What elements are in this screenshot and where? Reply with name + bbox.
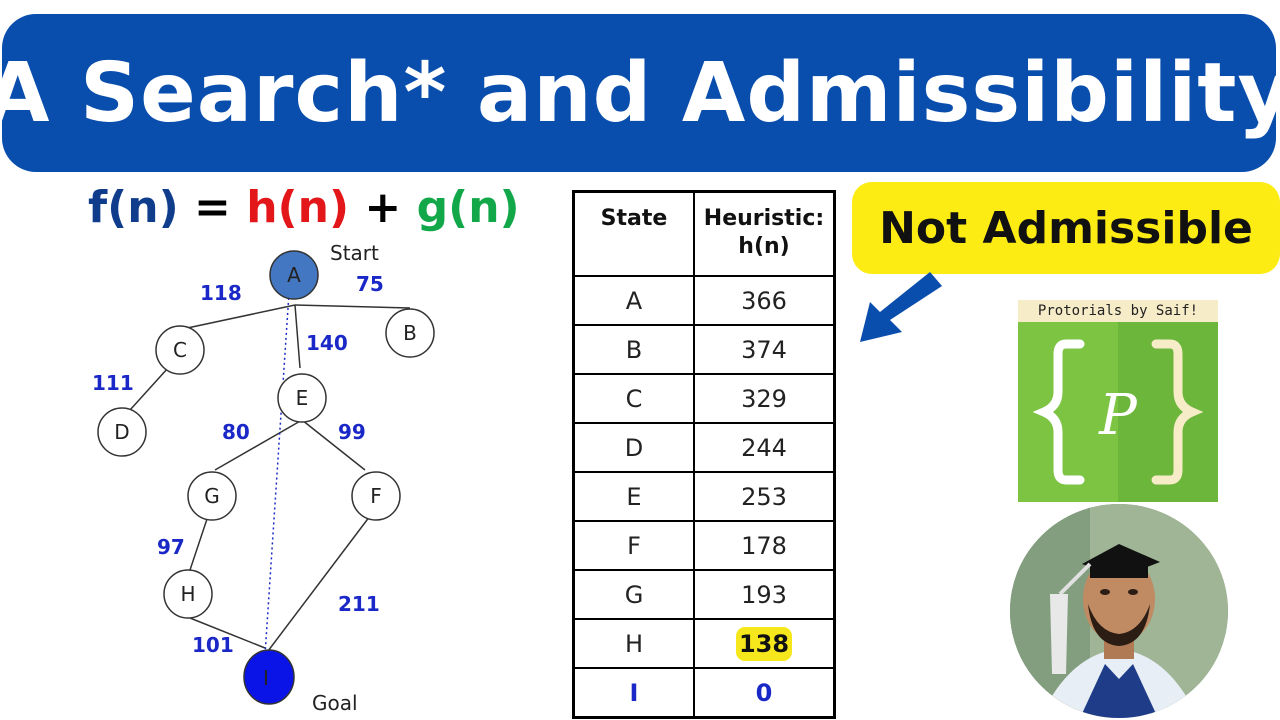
svg-text:B: B [403, 321, 417, 345]
node-f: F [351, 471, 401, 521]
state-cell: B [572, 324, 695, 375]
braces-logo-icon: P [1032, 339, 1204, 485]
weight-a-e: 140 [306, 331, 348, 355]
formula-h: h(n) [246, 182, 350, 233]
edge-f-i [264, 515, 371, 656]
table-row: H 138 [572, 618, 836, 669]
state-cell: E [572, 471, 695, 522]
node-e: E [277, 373, 327, 423]
edge-e-g [214, 419, 303, 471]
heuristic-cell: 374 [693, 324, 836, 375]
svg-text:E: E [296, 386, 309, 410]
edge-a-e [294, 304, 301, 369]
heuristic-cell: 366 [693, 275, 836, 326]
svg-text:C: C [173, 338, 187, 362]
node-h: H [163, 569, 213, 619]
heuristic-cell: 138 [693, 618, 836, 669]
badge-text: Not Admissible [879, 202, 1253, 254]
edge-c-d [129, 367, 169, 411]
formula-equals: = [178, 182, 247, 233]
logo-caption: Protorials by Saif! [1018, 300, 1218, 322]
node-c: C [155, 325, 205, 375]
heuristic-cell: 329 [693, 373, 836, 424]
edge-h-i [189, 617, 266, 649]
weight-h-i: 101 [192, 633, 234, 657]
state-cell: I [572, 667, 695, 719]
svg-text:A: A [287, 263, 301, 287]
dotted-heuristic-line [264, 277, 291, 656]
svg-text:H: H [180, 582, 195, 606]
formula-plus: + [349, 182, 417, 233]
edge-a-b [294, 304, 411, 309]
formula-g: g(n) [416, 182, 520, 233]
edge-a-c [177, 304, 296, 331]
svg-text:F: F [370, 484, 382, 508]
state-cell: C [572, 373, 695, 424]
state-cell: H [572, 618, 695, 669]
weight-f-i: 211 [338, 592, 380, 616]
node-b: B [385, 308, 435, 358]
svg-text:G: G [204, 484, 220, 508]
channel-logo: Protorials by Saif! P [1018, 300, 1218, 502]
node-a: A [269, 250, 319, 300]
goal-caption: Goal [312, 691, 358, 715]
svg-text:D: D [114, 420, 129, 444]
weight-g-h: 97 [157, 535, 185, 559]
state-cell: D [572, 422, 695, 473]
weight-a-c: 118 [200, 281, 242, 305]
header-heuristic: Heuristic: h(n) [693, 190, 836, 277]
edge-e-f [301, 419, 366, 471]
highlighted-heuristic: 138 [735, 626, 793, 661]
svg-text:I: I [263, 666, 269, 690]
heuristic-cell: 0 [693, 667, 836, 719]
search-tree: A B C D E F G H I 118 75 140 111 80 99 9… [92, 241, 435, 715]
edge-g-h [189, 515, 209, 571]
heuristic-cell: 244 [693, 422, 836, 473]
state-cell: F [572, 520, 695, 571]
presenter-photo [1010, 504, 1228, 718]
heuristic-cell: 178 [693, 520, 836, 571]
state-cell: G [572, 569, 695, 620]
header-heuristic-line2: h(n) [738, 234, 790, 259]
avatar [1010, 504, 1228, 718]
heuristic-cell: 253 [693, 471, 836, 522]
weight-a-b: 75 [356, 272, 384, 296]
page-title: A Search* and Admissibility [0, 45, 1280, 141]
not-admissible-badge: Not Admissible [852, 182, 1280, 274]
state-cell: A [572, 275, 695, 326]
header-state: State [572, 190, 695, 277]
formula-f: f(n) [88, 182, 179, 233]
header-heuristic-line1: Heuristic: [703, 206, 825, 231]
node-g: G [187, 471, 237, 521]
node-d: D [97, 407, 147, 457]
start-caption: Start [330, 241, 379, 265]
logo-letter: P [1098, 383, 1138, 448]
heuristic-cell: 193 [693, 569, 836, 620]
formula: f(n) = h(n) + g(n) [88, 182, 520, 233]
weight-e-g: 80 [222, 420, 250, 444]
title-banner: A Search* and Admissibility [0, 14, 1280, 172]
weight-c-d: 111 [92, 371, 134, 395]
node-i: I [243, 649, 295, 705]
weight-e-f: 99 [338, 420, 366, 444]
arrow-icon [860, 272, 942, 342]
